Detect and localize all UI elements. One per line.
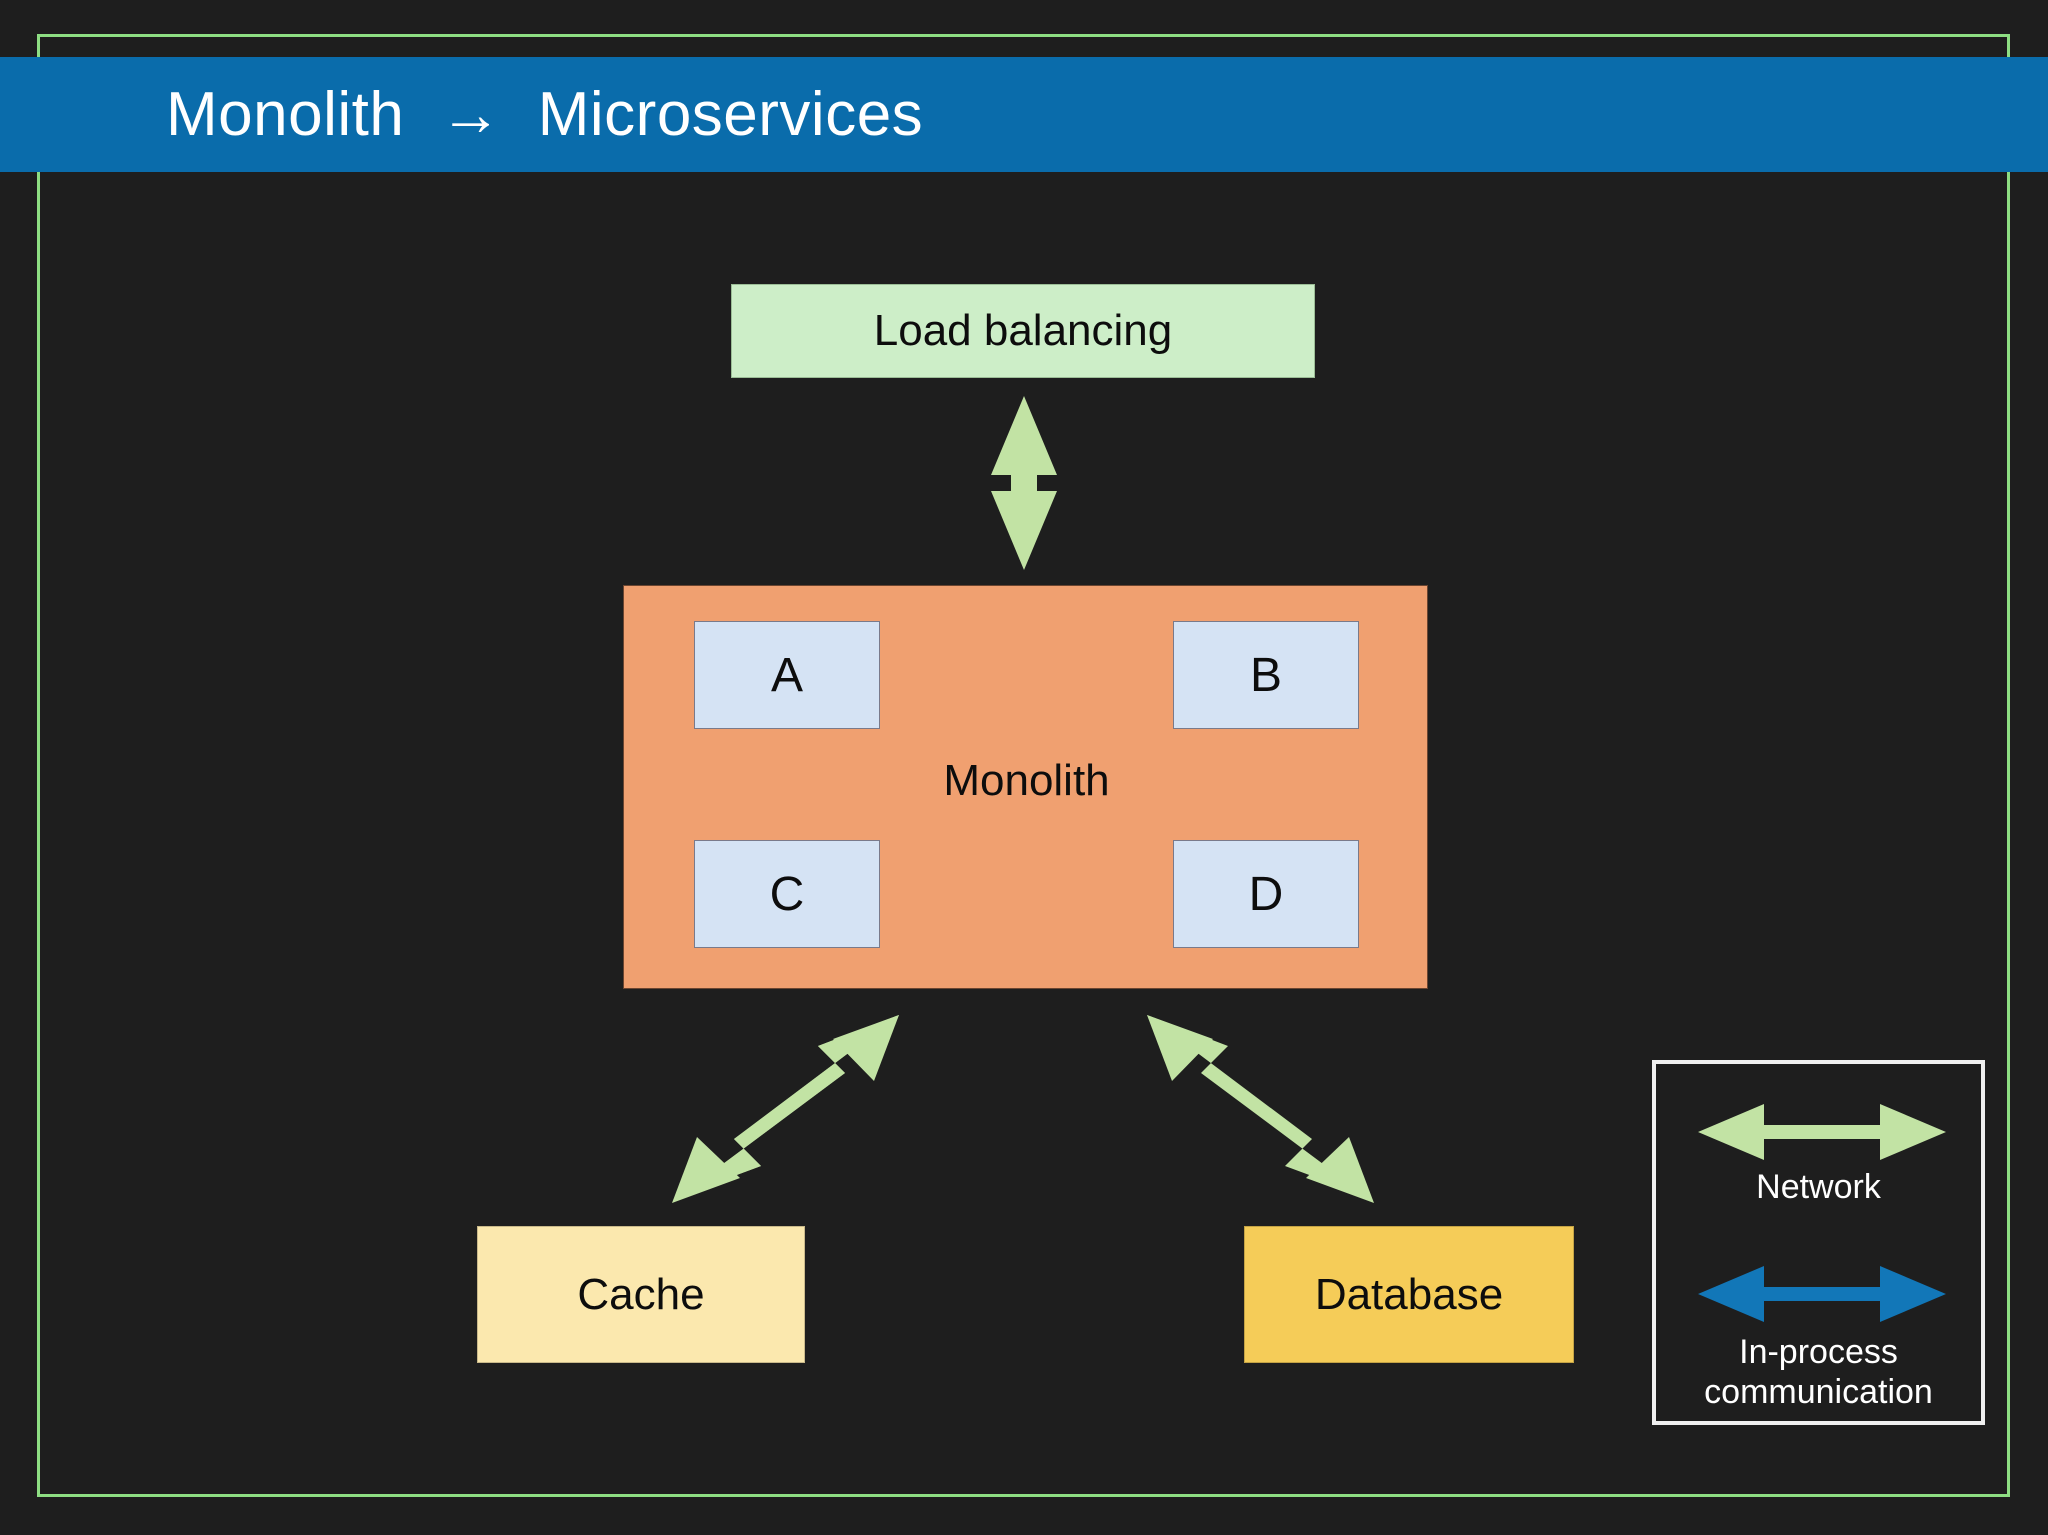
legend-inprocess-label-line2: communication (1704, 1373, 1933, 1411)
node-monolith-container[interactable]: Monolith A B C D (623, 585, 1428, 989)
title-banner: Monolith → Microservices (0, 57, 2048, 172)
arrow-monolith-cache (672, 1015, 899, 1203)
legend-box: Network In-process communication (1652, 1060, 1985, 1425)
node-monolith-label: Monolith (943, 756, 1110, 805)
node-database-label: Database (1314, 1269, 1504, 1319)
node-load-balancing[interactable]: Load balancing (731, 284, 1315, 378)
node-service-c-label: C (769, 867, 805, 921)
node-service-b-label: B (1249, 648, 1282, 702)
legend-inprocess-arrow-icon (1698, 1266, 1946, 1322)
node-database[interactable]: Database (1244, 1226, 1574, 1363)
node-service-d[interactable]: D (1173, 840, 1359, 948)
node-service-d-label: D (1248, 867, 1284, 921)
node-load-balancing-label: Load balancing (873, 306, 1173, 355)
legend-network-arrow-icon (1698, 1104, 1946, 1160)
legend-network-label: Network (1756, 1168, 1881, 1206)
node-service-c[interactable]: C (694, 840, 880, 948)
node-cache-label: Cache (577, 1269, 705, 1319)
legend-inprocess-label-line1: In-process (1739, 1333, 1898, 1371)
arrow-monolith-database (1147, 1015, 1374, 1203)
arrow-loadbalancing-monolith (991, 396, 1057, 570)
node-service-a-label: A (770, 648, 803, 702)
page-title: Monolith → Microservices (166, 80, 924, 149)
legend-inprocess-label: In-process communication (1656, 1332, 1981, 1412)
node-service-a[interactable]: A (694, 621, 880, 729)
node-service-b[interactable]: B (1173, 621, 1359, 729)
node-cache[interactable]: Cache (477, 1226, 805, 1363)
